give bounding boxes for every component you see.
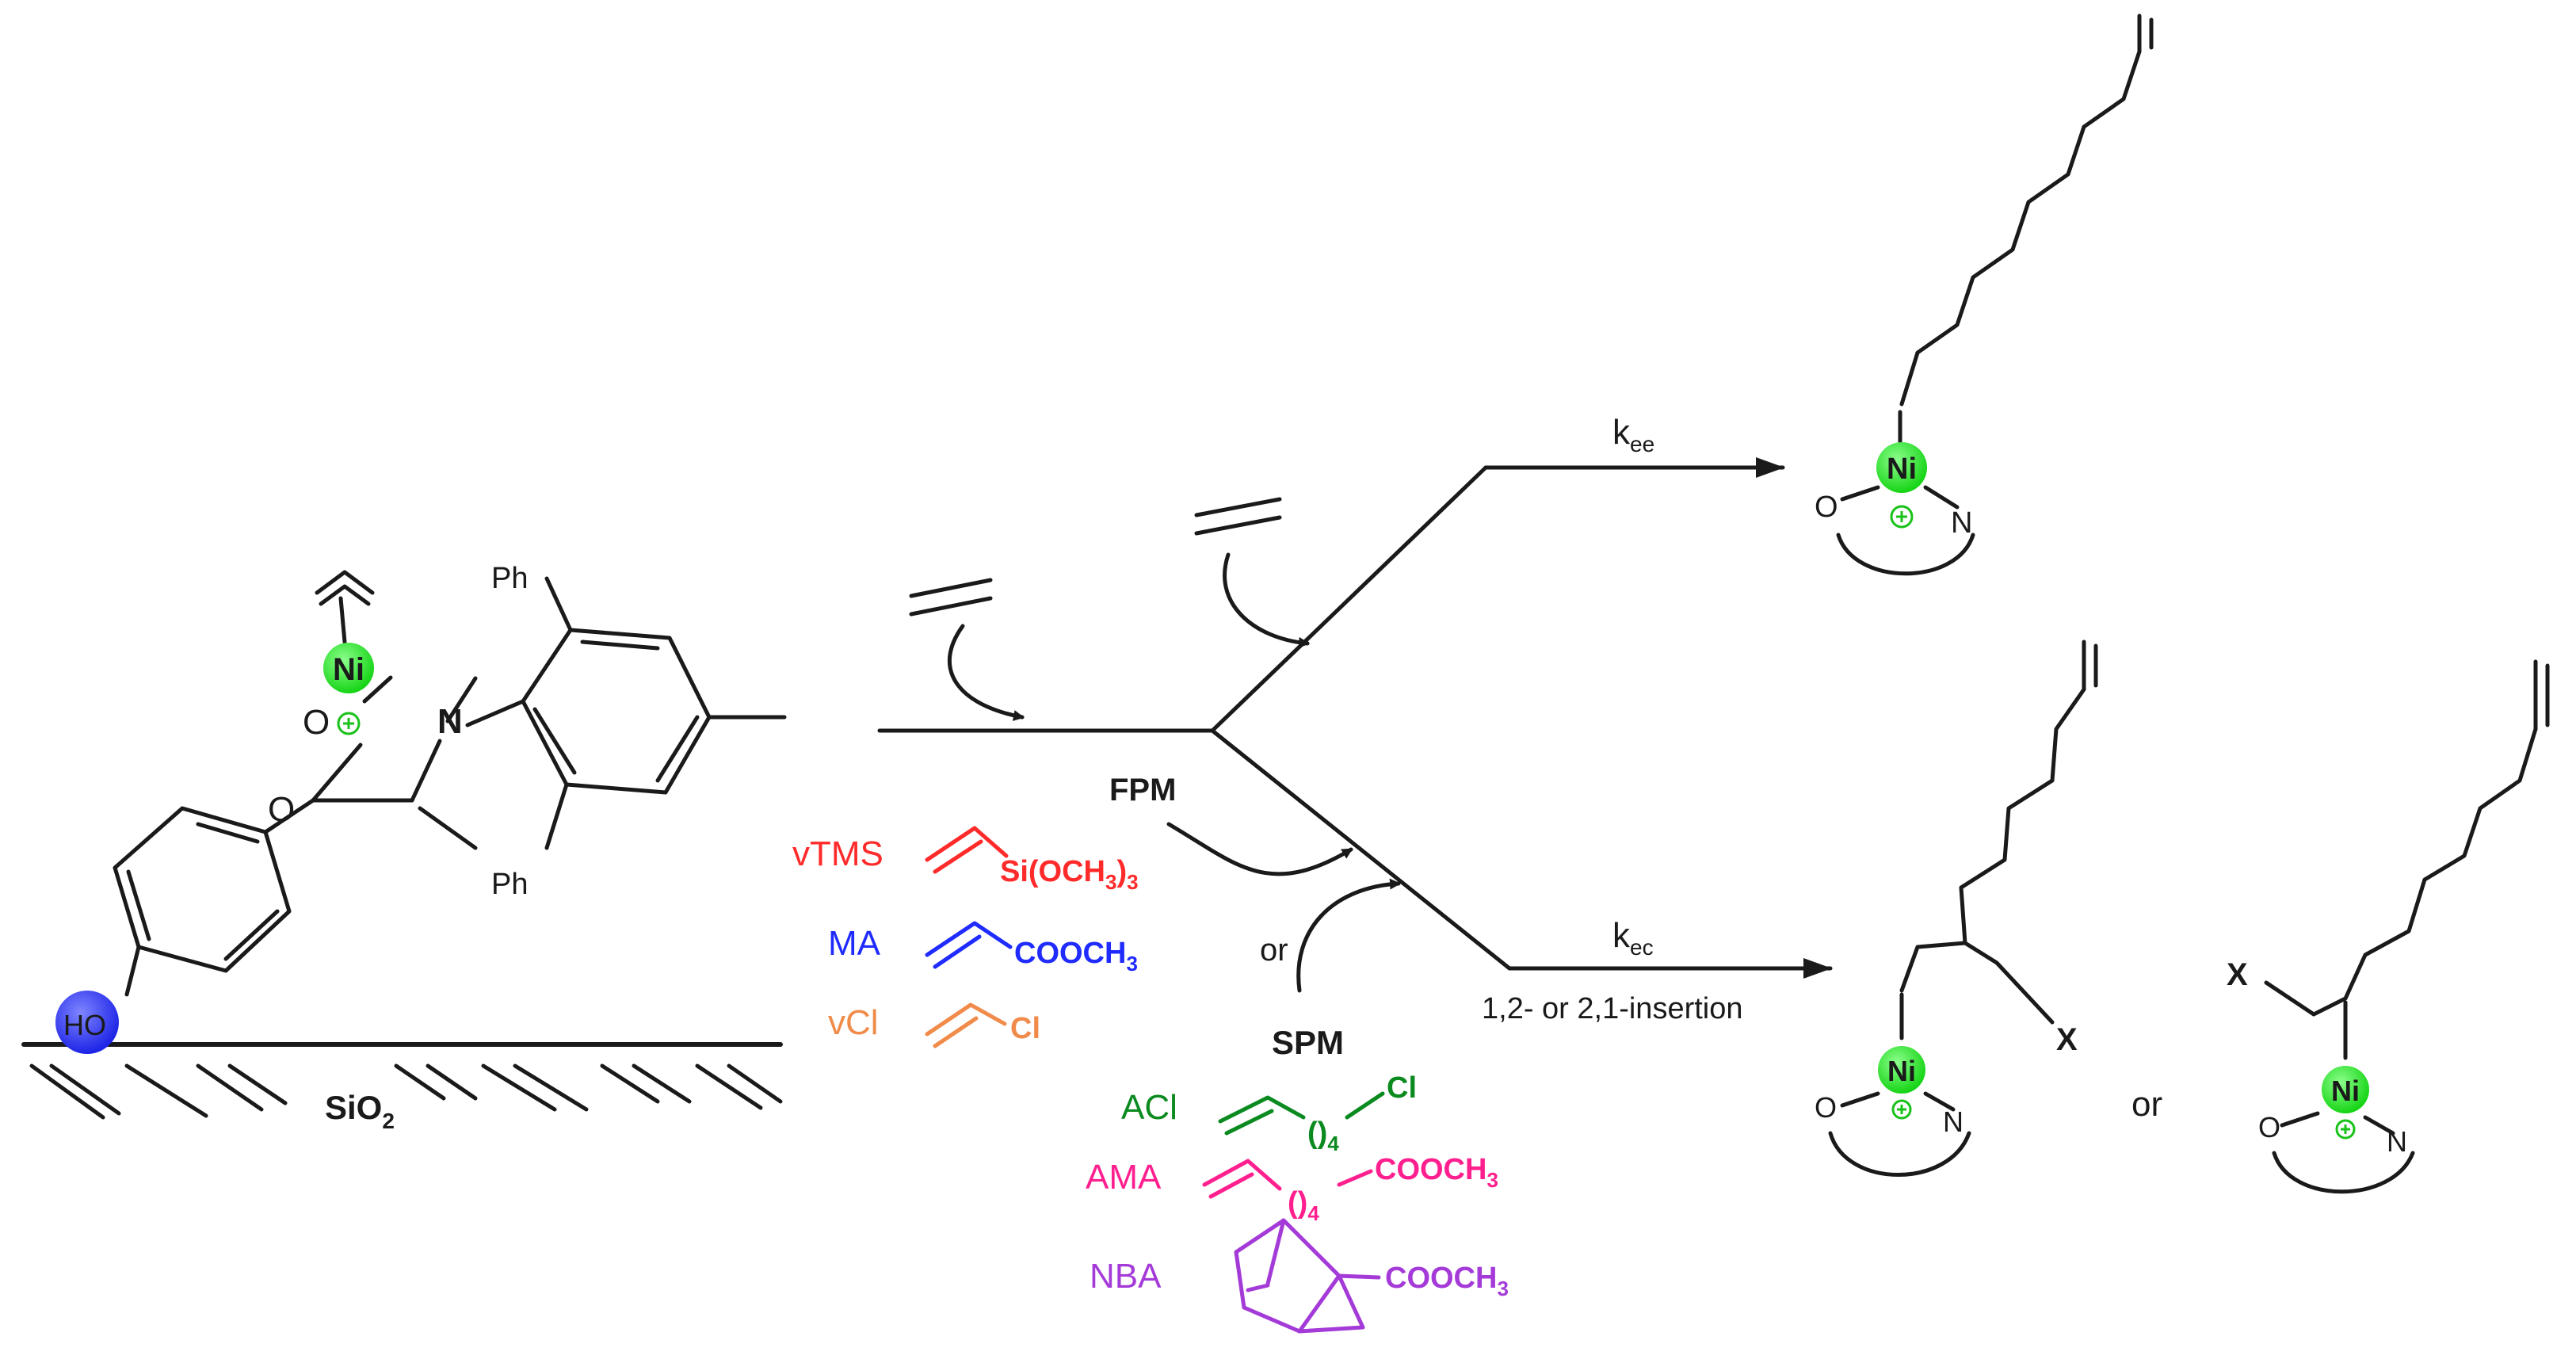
svg-text:COOCH3: COOCH3 <box>1375 1153 1498 1192</box>
ph-top-label: Ph <box>491 562 528 595</box>
ma-structure <box>925 921 1013 969</box>
sio2-label: SiO2 <box>325 1089 395 1133</box>
ni-catalyst-label: Ni <box>333 652 364 687</box>
oxazole-ring <box>311 675 478 850</box>
comonomer-arrows <box>1166 822 1401 993</box>
comonomer-vcl: vCl Cl <box>828 1003 1040 1045</box>
svg-text:()4: ()4 <box>1307 1117 1339 1155</box>
allyl-ligand <box>315 570 375 644</box>
ni-highlight-product-top <box>1876 442 1927 493</box>
ph-bottom-label: Ph <box>491 868 528 901</box>
svg-text:Cl: Cl <box>1387 1071 1417 1105</box>
n-catalyst-label: N <box>437 702 463 741</box>
k-ee-label: kee <box>1612 413 1654 456</box>
svg-text:COOCH3: COOCH3 <box>1385 1262 1509 1300</box>
ni-highlight-product-left <box>1878 1046 1925 1094</box>
svg-text:Cl: Cl <box>1010 1012 1040 1045</box>
charge-symbols <box>337 505 2356 1140</box>
comonomer-ma: MA COOCH3 <box>828 924 1138 975</box>
ethylene-first <box>909 578 1025 721</box>
ethylene-second <box>1194 497 1310 648</box>
product-right-ni: Ni <box>2331 1075 2360 1107</box>
vtms-structure <box>925 826 1009 874</box>
product-left-o: O <box>1815 1091 1837 1124</box>
svg-text:AMA: AMA <box>1086 1158 1162 1197</box>
product-right-chain <box>2264 659 2550 1194</box>
oh-highlight <box>55 991 119 1054</box>
comonomer-nba: NBA COOCH3 <box>1090 1257 1509 1300</box>
acl-structure <box>1218 1091 1385 1136</box>
product-right-o: O <box>2258 1111 2280 1143</box>
o-catalyst-label: O <box>303 703 330 742</box>
svg-text:vCl: vCl <box>828 1003 879 1042</box>
comonomer-acl: ACl ()4 Cl <box>1121 1071 1417 1155</box>
svg-text:vTMS: vTMS <box>792 834 883 873</box>
or-products-label: or <box>2131 1085 2162 1124</box>
product-right-x: X <box>2227 957 2248 992</box>
svg-text:Si(OCH3)3: Si(OCH3)3 <box>1000 855 1139 894</box>
fpm-label: FPM <box>1109 773 1176 807</box>
product-left-x: X <box>2056 1022 2078 1057</box>
svg-text:MA: MA <box>828 924 881 963</box>
ho-label: HO <box>63 1009 106 1041</box>
svg-text:COOCH3: COOCH3 <box>1014 937 1138 975</box>
comonomer-ama: AMA ()4 COOCH3 <box>1086 1153 1498 1225</box>
nba-structure <box>1234 1218 1381 1334</box>
ni-highlight-product-right <box>2322 1066 2369 1113</box>
product-top-chain <box>1836 13 2154 576</box>
or-middle-label: or <box>1260 933 1288 968</box>
product-left-n: N <box>1943 1105 1963 1138</box>
spm-label: SPM <box>1272 1024 1344 1061</box>
phenyl-linker <box>113 798 315 997</box>
k-ec-label: kec <box>1612 916 1654 960</box>
ni-highlight-catalyst <box>323 643 374 693</box>
svg-text:()4: ()4 <box>1288 1186 1319 1225</box>
svg-text:ACl: ACl <box>1121 1088 1177 1127</box>
product-top-ni: Ni <box>1887 452 1917 486</box>
comonomer-vtms: vTMS Si(OCH3)3 <box>792 834 1139 894</box>
product-top-o: O <box>1815 491 1838 524</box>
product-top-n: N <box>1951 506 1972 540</box>
product-left-ni: Ni <box>1887 1055 1916 1087</box>
ama-structure <box>1202 1159 1373 1199</box>
product-left-chain <box>1828 640 2098 1177</box>
silica-support <box>21 1042 783 1120</box>
insertion-label: 1,2- or 2,1-insertion <box>1482 992 1743 1025</box>
vcl-structure <box>925 1002 1007 1048</box>
svg-text:NBA: NBA <box>1090 1257 1162 1296</box>
pathway-lines <box>877 457 1833 979</box>
o-carbonyl-label: O <box>268 790 295 829</box>
n-aryl-ring <box>465 576 787 850</box>
product-right-n: N <box>2387 1125 2407 1158</box>
